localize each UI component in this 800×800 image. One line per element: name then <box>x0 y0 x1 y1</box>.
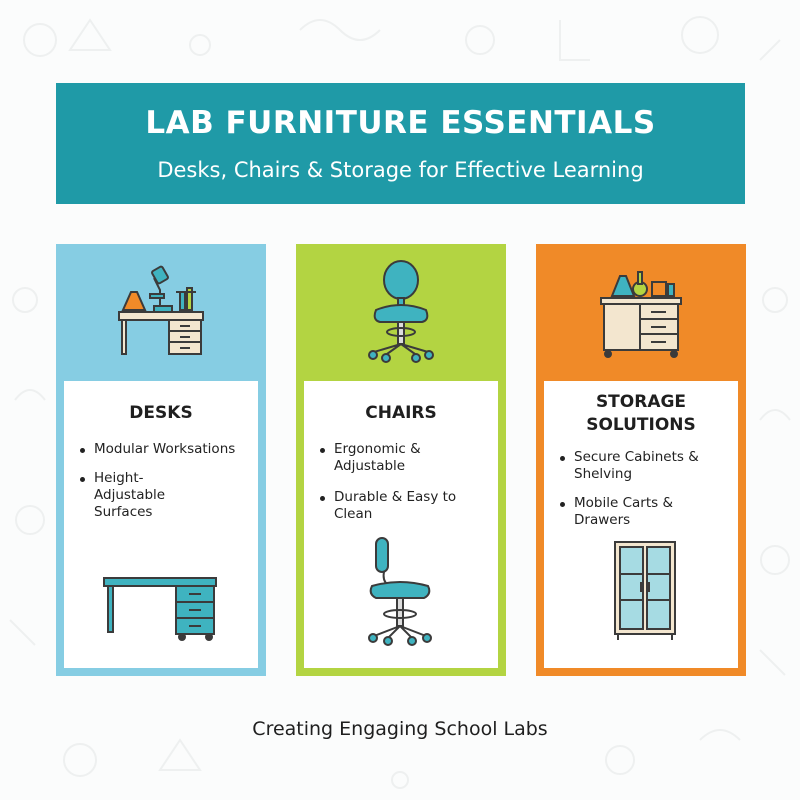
feature-item: Durable & Easy to Clean <box>318 489 490 523</box>
header-banner: LAB FURNITURE ESSENTIALS Desks, Chairs &… <box>56 83 745 204</box>
chairs-panel: CHAIRS Ergonomic & Adjustable Durable & … <box>304 381 498 668</box>
storage-cabinet-flasks-icon <box>600 271 682 358</box>
desks-features: Modular Worksations Height-Adjustable Su… <box>78 441 250 533</box>
page-subtitle: Desks, Chairs & Storage for Effective Le… <box>157 158 644 182</box>
feature-item: Height-Adjustable Surfaces <box>78 470 214 521</box>
feature-item: Modular Worksations <box>78 441 250 458</box>
desk-icon <box>103 577 217 641</box>
desks-panel: DESKS Modular Worksations Height-Adjusta… <box>64 381 258 668</box>
lab-chair-icon <box>368 260 434 363</box>
chairs-heading: CHAIRS <box>365 403 437 423</box>
page-title: LAB FURNITURE ESSENTIALS <box>145 105 656 141</box>
storage-heading: STORAGE SOLUTIONS <box>586 392 696 435</box>
lab-desk-microscope-icon <box>118 265 204 355</box>
feature-item: Secure Cabinets & Shelving <box>558 449 704 483</box>
chairs-features: Ergonomic & Adjustable Durable & Easy to… <box>318 441 490 537</box>
desks-heading: DESKS <box>129 403 193 423</box>
feature-item: Mobile Carts & Drawers <box>558 495 730 529</box>
glass-cabinet-icon <box>614 541 676 640</box>
desks-card: DESKS Modular Worksations Height-Adjusta… <box>56 244 266 676</box>
footer-tagline: Creating Engaging School Labs <box>252 718 548 740</box>
feature-item: Ergonomic & Adjustable <box>318 441 490 475</box>
chairs-card: CHAIRS Ergonomic & Adjustable Durable & … <box>296 244 506 676</box>
lab-stool-icon <box>368 537 432 646</box>
storage-features: Secure Cabinets & Shelving Mobile Carts … <box>558 449 730 541</box>
storage-card: STORAGE SOLUTIONS Secure Cabinets & Shel… <box>536 244 746 676</box>
storage-panel: STORAGE SOLUTIONS Secure Cabinets & Shel… <box>544 381 738 668</box>
